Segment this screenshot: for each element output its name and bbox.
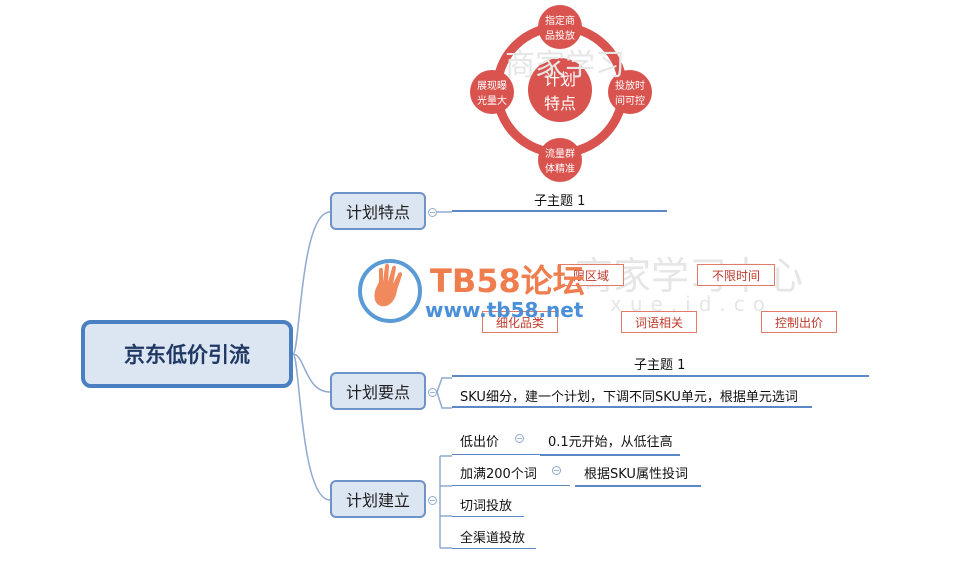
points-detail[interactable]: SKU细分，建一个计划，下调不同SKU单元，根据单元选词 <box>460 390 798 405</box>
circle-bottom-line1: 流量群 <box>545 149 575 160</box>
circle-right-line1: 投放时 <box>615 81 645 92</box>
subtopic-points[interactable]: 子主题 1 <box>634 358 686 373</box>
build-item-200-words[interactable]: 加满200个词 <box>460 467 537 482</box>
logo-url: www.tb58.net <box>425 298 584 322</box>
tag-bid[interactable]: 控制出价 <box>761 311 837 333</box>
tag-region[interactable]: 限区域 <box>558 264 624 286</box>
circle-left-line1: 展现曝 <box>477 81 507 92</box>
circle-top-line1: 指定商 <box>545 16 575 27</box>
circle-top-line2: 品投放 <box>545 31 575 42</box>
build-detail-low-bid[interactable]: 0.1元开始，从低往高 <box>548 435 673 450</box>
build-item-cut-words-underline <box>452 516 524 517</box>
circle-node-right: 投放时间可控 <box>608 70 652 114</box>
watermark-bg-text-small: 商家学习 <box>505 48 625 83</box>
points-detail-underline <box>452 406 812 408</box>
circle-center-line1: 计划 <box>543 70 576 89</box>
collapse-toggle-features[interactable]: − <box>428 208 437 217</box>
tag-category[interactable]: 细化品类 <box>482 311 558 333</box>
root-node[interactable]: 京东低价引流 <box>81 320 293 388</box>
branch-plan-points[interactable]: 计划要点 <box>330 372 426 410</box>
circle-node-bottom: 流量群体精准 <box>538 138 582 182</box>
branch-plan-build[interactable]: 计划建立 <box>330 480 426 518</box>
build-item-low-bid-underline <box>452 454 545 455</box>
circle-bottom-line2: 体精准 <box>545 164 575 175</box>
subtopic-points-underline <box>452 375 869 377</box>
build-detail-200-words-underline <box>575 485 701 487</box>
branch-plan-features[interactable]: 计划特点 <box>330 192 426 230</box>
circle-center-node: 计划特点 <box>528 58 592 122</box>
circle-left-line2: 光量大 <box>477 96 507 107</box>
build-detail-low-bid-underline <box>540 454 680 456</box>
build-item-low-bid[interactable]: 低出价 <box>460 435 500 450</box>
build-detail-200-words[interactable]: 根据SKU属性投词 <box>584 467 688 482</box>
logo-text: TB58论坛 <box>430 262 585 300</box>
build-item-all-channels[interactable]: 全渠道投放 <box>460 531 526 546</box>
collapse-toggle-200-words[interactable]: − <box>552 466 561 475</box>
build-item-cut-words[interactable]: 切词投放 <box>460 499 513 514</box>
circle-center-line2: 特点 <box>543 94 576 113</box>
tag-time[interactable]: 不限时间 <box>697 264 775 286</box>
circle-node-top: 指定商品投放 <box>538 5 582 49</box>
hand-logo-icon <box>358 259 422 323</box>
subtopic-features-underline <box>452 210 667 212</box>
build-item-200-words-underline <box>452 485 570 486</box>
tag-keyword[interactable]: 词语相关 <box>621 311 697 333</box>
collapse-toggle-build[interactable]: − <box>428 496 437 505</box>
circle-right-line2: 间可控 <box>615 96 645 107</box>
subtopic-features[interactable]: 子主题 1 <box>534 194 586 209</box>
circle-node-left: 展现曝光量大 <box>470 70 514 114</box>
collapse-toggle-low-bid[interactable]: − <box>515 434 524 443</box>
build-item-all-channels-underline <box>452 548 536 549</box>
collapse-toggle-points[interactable]: − <box>428 388 437 397</box>
